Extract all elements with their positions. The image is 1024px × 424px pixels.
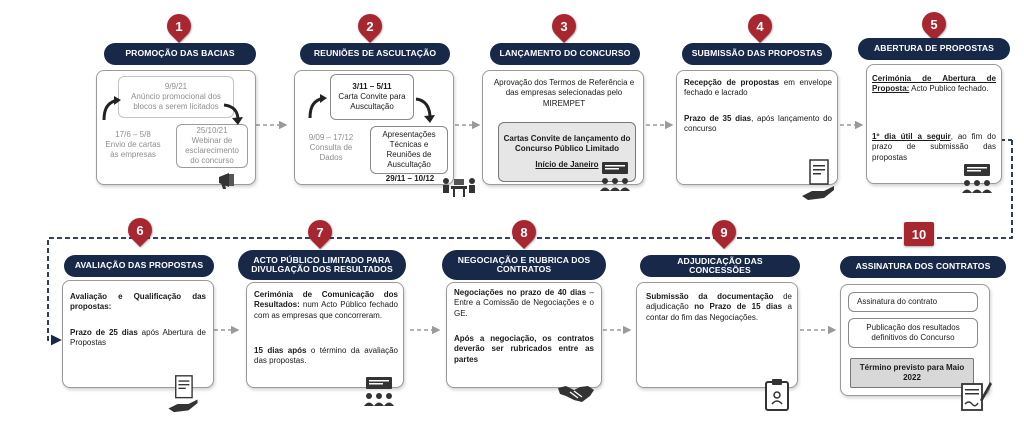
step-10-item-1: Assinatura do contrato xyxy=(848,292,978,312)
step-1-title: PROMOÇÃO DAS BACIAS xyxy=(104,43,256,65)
step-9-title: ADJUDICAÇÃO DAS CONCESSÕES xyxy=(640,255,800,277)
step-6-text-2: Prazo de 25 dias após Abertura de Propos… xyxy=(70,328,206,348)
step-4-text-1: Recepção de propostas em envelope fechad… xyxy=(684,78,832,98)
step-5-text-2: 1º dia útil a seguir, ao fim do prazo de… xyxy=(872,132,996,162)
step-2-title: REUNIÕES DE ASCULTAÇÃO xyxy=(300,43,450,65)
step-7-box xyxy=(246,282,404,388)
step-6-box xyxy=(62,280,214,388)
step-6-badge: 6 xyxy=(123,213,157,247)
step-7-text-2: 15 dias após o término da avaliação das … xyxy=(254,346,399,366)
step-7-badge: 7 xyxy=(303,215,337,249)
cycle-arrow-icon xyxy=(308,94,327,119)
step-5-badge: 5 xyxy=(917,7,951,41)
step-5-title: ABERTURA DE PROPOSTAS xyxy=(858,38,1010,60)
handshake-icon xyxy=(558,386,594,402)
step-4-badge: 4 xyxy=(743,9,777,43)
step-2-badge: 2 xyxy=(353,9,387,43)
step-2-item-2-date: 29/11 – 10/12 xyxy=(385,174,435,183)
step-9-text-1: Submissão da documentação de adjudicação… xyxy=(646,292,793,322)
megaphone-icon xyxy=(219,173,234,189)
step-10-title: ASSINATURA DOS CONTRATOS xyxy=(840,256,1006,278)
step-3-badge: 3 xyxy=(547,9,581,43)
presentation-icon xyxy=(600,162,630,191)
step-6-title: AVALIAÇÃO DAS PROPOSTAS xyxy=(64,255,214,277)
step-8-box xyxy=(446,282,602,388)
clipboard-icon xyxy=(765,379,789,411)
cycle-arrow-icon xyxy=(415,97,435,123)
step-1-badge: 1 xyxy=(162,9,196,43)
document-hand-icon xyxy=(802,159,834,200)
step-6-text-1: Avaliação e Qualificação das propostas: xyxy=(70,292,206,312)
step-9-box xyxy=(636,282,798,388)
step-10-item-2: Publicação dos resultados definitivos do… xyxy=(848,318,978,348)
step-4-text-2: Prazo de 35 dias, após lançamento do con… xyxy=(684,114,832,134)
step-7-text-1: Cerimónia de Comunicação dos Resultados:… xyxy=(254,290,398,320)
cycle-arrow-icon xyxy=(223,103,243,125)
signed-document-icon xyxy=(961,382,992,411)
step-10-end: Término previsto para Maio 2022 xyxy=(850,358,974,388)
step-3-title: LANÇAMENTO DO CONCURSO xyxy=(490,43,640,65)
step-5-text-1: Cerimónia de Abertura de Proposta: Acto … xyxy=(872,74,996,94)
document-hand-icon xyxy=(168,375,198,413)
presentation-icon xyxy=(364,377,394,406)
cycle-arrow-icon xyxy=(102,96,121,121)
meeting-icon xyxy=(443,178,475,197)
step-7-title: ACTO PÚBLICO LIMITADO PARA DIVULGAÇÃO DO… xyxy=(238,250,406,280)
step-3-approval: Aprovação dos Termos de Referência e das… xyxy=(493,78,635,108)
step-2-item-2: Apresentações Técnicas e Reuniões de Aus… xyxy=(370,126,448,174)
step-4-title: SUBMISSÃO DAS PROPOSTAS xyxy=(682,43,832,65)
step-9-badge: 9 xyxy=(707,215,741,249)
step-10-badge: 10 xyxy=(904,222,934,246)
step-8-text-2: Após a negociação, os contratos deverão … xyxy=(454,334,594,364)
step-8-text-1: Negociações no prazo de 40 dias – Entre … xyxy=(454,288,594,318)
step-8-title: NEGOCIAÇÃO E RUBRICA DOS CONTRATOS xyxy=(442,250,606,280)
presentation-icon xyxy=(962,164,992,193)
step-8-badge: 8 xyxy=(507,215,541,249)
